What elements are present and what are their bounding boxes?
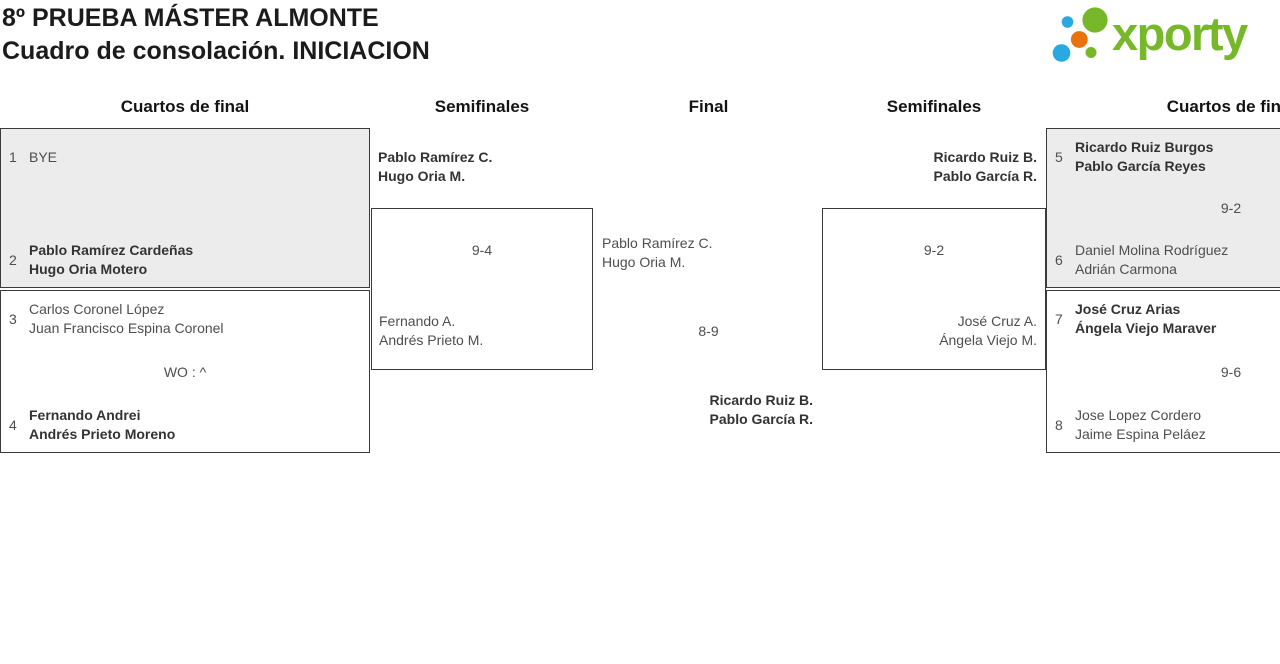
round-header-semifinals-right: Semifinales [886,97,982,116]
xporty-dots-icon [1052,7,1108,62]
player-name: Ángela Viejo Maraver [1075,320,1217,336]
player-name: Ricardo Ruiz B. [933,149,1037,165]
team-seed-6: 6 Daniel Molina Rodríguez Adrián Carmona [1047,241,1280,279]
xporty-logo: xporty [1046,0,1280,80]
seed-number: 2 [9,252,17,268]
seed-number: 6 [1055,252,1063,268]
team-names: Fernando Andrei Andrés Prieto Moreno [29,406,175,444]
team-seed-3: 3 Carlos Coronel López Juan Francisco Es… [1,300,369,338]
player-name: BYE [29,148,58,165]
player-name: Fernando A. [379,313,456,329]
player-name: Hugo Oria Motero [29,261,148,277]
player-name: Ricardo Ruiz B. [709,392,813,408]
player-name: Hugo Oria M. [378,168,466,184]
match-result-walkover: WO : ^ [163,363,207,380]
match-score: 9-2 [1220,200,1242,216]
seed-number: 5 [1055,149,1063,165]
final-team-left: Pablo Ramírez C. Hugo Oria M. [602,234,712,272]
round-header-quarterfinals-right: Cuartos de final [1166,97,1280,116]
semifinal-left-winner: Pablo Ramírez C. Hugo Oria M. [378,148,492,186]
match-box-qf1: 1 BYE 2 Pablo Ramírez Cardeñas Hugo Oria… [0,128,370,288]
match-box-semifinal-right: 9-2 José Cruz A. Ángela Viejo M. [822,208,1046,370]
match-box-semifinal-left: 9-4 Fernando A. Andrés Prieto M. [371,208,593,370]
team-seed-7: 7 José Cruz Arias Ángela Viejo Maraver [1047,300,1280,338]
match-score: 9-2 [923,242,945,258]
seed-number: 8 [1055,417,1063,433]
final-score: 8-9 [698,323,719,339]
player-name: José Cruz A. [957,313,1037,329]
team-names: Ricardo Ruiz Burgos Pablo García Reyes [1075,138,1213,176]
tournament-title: 8º PRUEBA MÁSTER ALMONTE [2,4,379,32]
match-score: 9-6 [1220,363,1242,380]
xporty-wordmark: xporty [1112,7,1248,60]
match-box-qf2: 3 Carlos Coronel López Juan Francisco Es… [0,290,370,453]
player-name: Hugo Oria M. [602,254,686,270]
player-name: Adrián Carmona [1075,261,1177,277]
player-name: Pablo García R. [709,411,813,427]
round-header-final: Final [688,97,729,116]
semifinal-left-loser: Fernando A. Andrés Prieto M. [379,312,483,350]
player-name: Andrés Prieto M. [379,332,484,348]
team-names: Daniel Molina Rodríguez Adrián Carmona [1075,241,1228,279]
player-name: Andrés Prieto Moreno [29,426,176,442]
team-names: BYE [29,148,57,167]
final-team-right: Ricardo Ruiz B. Pablo García R. [595,391,813,429]
player-name: Pablo García Reyes [1075,158,1206,174]
player-name: Carlos Coronel López [29,301,165,317]
player-name: José Cruz Arias [1075,301,1181,317]
seed-number: 1 [9,149,17,165]
player-name: Juan Francisco Espina Coronel [29,320,224,336]
player-name: Daniel Molina Rodríguez [1075,242,1229,258]
player-name: Pablo García R. [933,168,1037,184]
seed-number: 4 [9,417,17,433]
page-title: 8º PRUEBA MÁSTER ALMONTE Cuadro de conso… [2,2,430,68]
match-box-qf3: 5 Ricardo Ruiz Burgos Pablo García Reyes… [1046,128,1280,288]
player-name: Ángela Viejo M. [939,332,1037,348]
team-seed-5: 5 Ricardo Ruiz Burgos Pablo García Reyes [1047,138,1280,176]
team-seed-4: 4 Fernando Andrei Andrés Prieto Moreno [1,406,369,444]
team-names: Pablo Ramírez Cardeñas Hugo Oria Motero [29,241,193,279]
bracket-subtitle: Cuadro de consolación. INICIACION [2,37,430,65]
team-seed-2: 2 Pablo Ramírez Cardeñas Hugo Oria Moter… [1,241,369,279]
seed-number: 7 [1055,311,1063,327]
round-header-semifinals-left: Semifinales [434,97,530,116]
seed-number: 3 [9,311,17,327]
match-box-qf4: 7 José Cruz Arias Ángela Viejo Maraver 9… [1046,290,1280,453]
player-name: Ricardo Ruiz Burgos [1075,139,1214,155]
team-seed-1: 1 BYE [1,138,369,176]
match-score: 9-4 [471,242,493,258]
round-header-quarterfinals-left: Cuartos de final [120,97,250,116]
team-names: José Cruz Arias Ángela Viejo Maraver [1075,300,1216,338]
player-name: Pablo Ramírez C. [378,149,493,165]
semifinal-right-winner: Ricardo Ruiz B. Pablo García R. [822,148,1037,186]
team-names: Carlos Coronel López Juan Francisco Espi… [29,300,224,338]
semifinal-right-loser: José Cruz A. Ángela Viejo M. [939,312,1037,350]
player-name: Pablo Ramírez C. [602,235,713,251]
player-name: Pablo Ramírez Cardeñas [29,242,194,258]
player-name: Fernando Andrei [29,407,141,423]
team-names: Jose Lopez Cordero Jaime Espina Peláez [1075,406,1206,444]
player-name: Jaime Espina Peláez [1075,426,1206,442]
team-seed-8: 8 Jose Lopez Cordero Jaime Espina Peláez [1047,406,1280,444]
player-name: Jose Lopez Cordero [1075,407,1202,423]
